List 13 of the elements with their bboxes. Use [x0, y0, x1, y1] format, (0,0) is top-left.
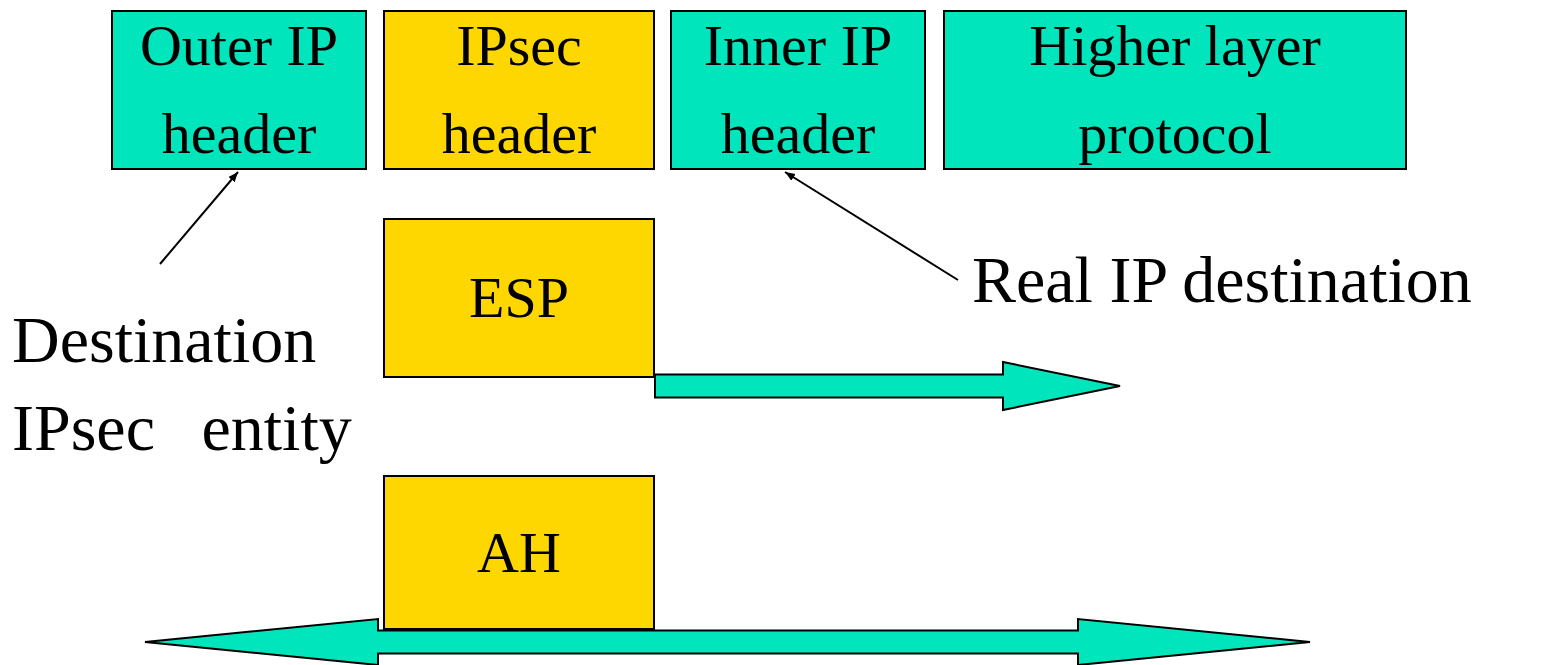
- leader-line: [784, 171, 959, 281]
- annotation-text: Real IP destination: [972, 240, 1552, 320]
- header-field-box: Inner IP header: [670, 10, 926, 170]
- header-field-box: ESP: [383, 218, 655, 378]
- header-field-box: Higher layer protocol: [943, 10, 1407, 170]
- block-arrow: [144, 617, 520, 665]
- annotation-text: Destination IPsec entity: [12, 252, 357, 516]
- block-arrow: [518, 617, 1311, 665]
- leader-line: [159, 171, 239, 265]
- header-field-box: Outer IP header: [111, 10, 367, 170]
- block-arrow: [654, 360, 1121, 412]
- header-field-box: IPsec header: [383, 10, 655, 170]
- header-field-box: AH: [383, 475, 655, 630]
